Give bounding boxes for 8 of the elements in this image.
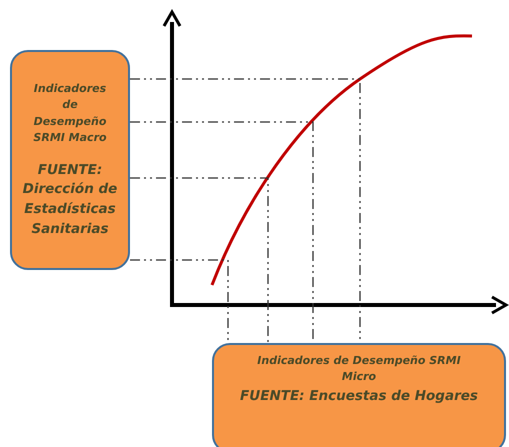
projection-line [130,177,269,343]
projection-line [130,259,229,343]
box-heading: Indicadores de Desempeño SRMI Micro [256,353,462,385]
source-text: FUENTE: Encuestas de Hogares [240,386,478,406]
source-box [10,50,130,270]
box-heading: Indicadores de Desempeño SRMI Macro [32,80,108,146]
source-text: FUENTE: Dirección de Estadísticas Sanitarias [22,160,118,239]
source-box [212,343,506,447]
